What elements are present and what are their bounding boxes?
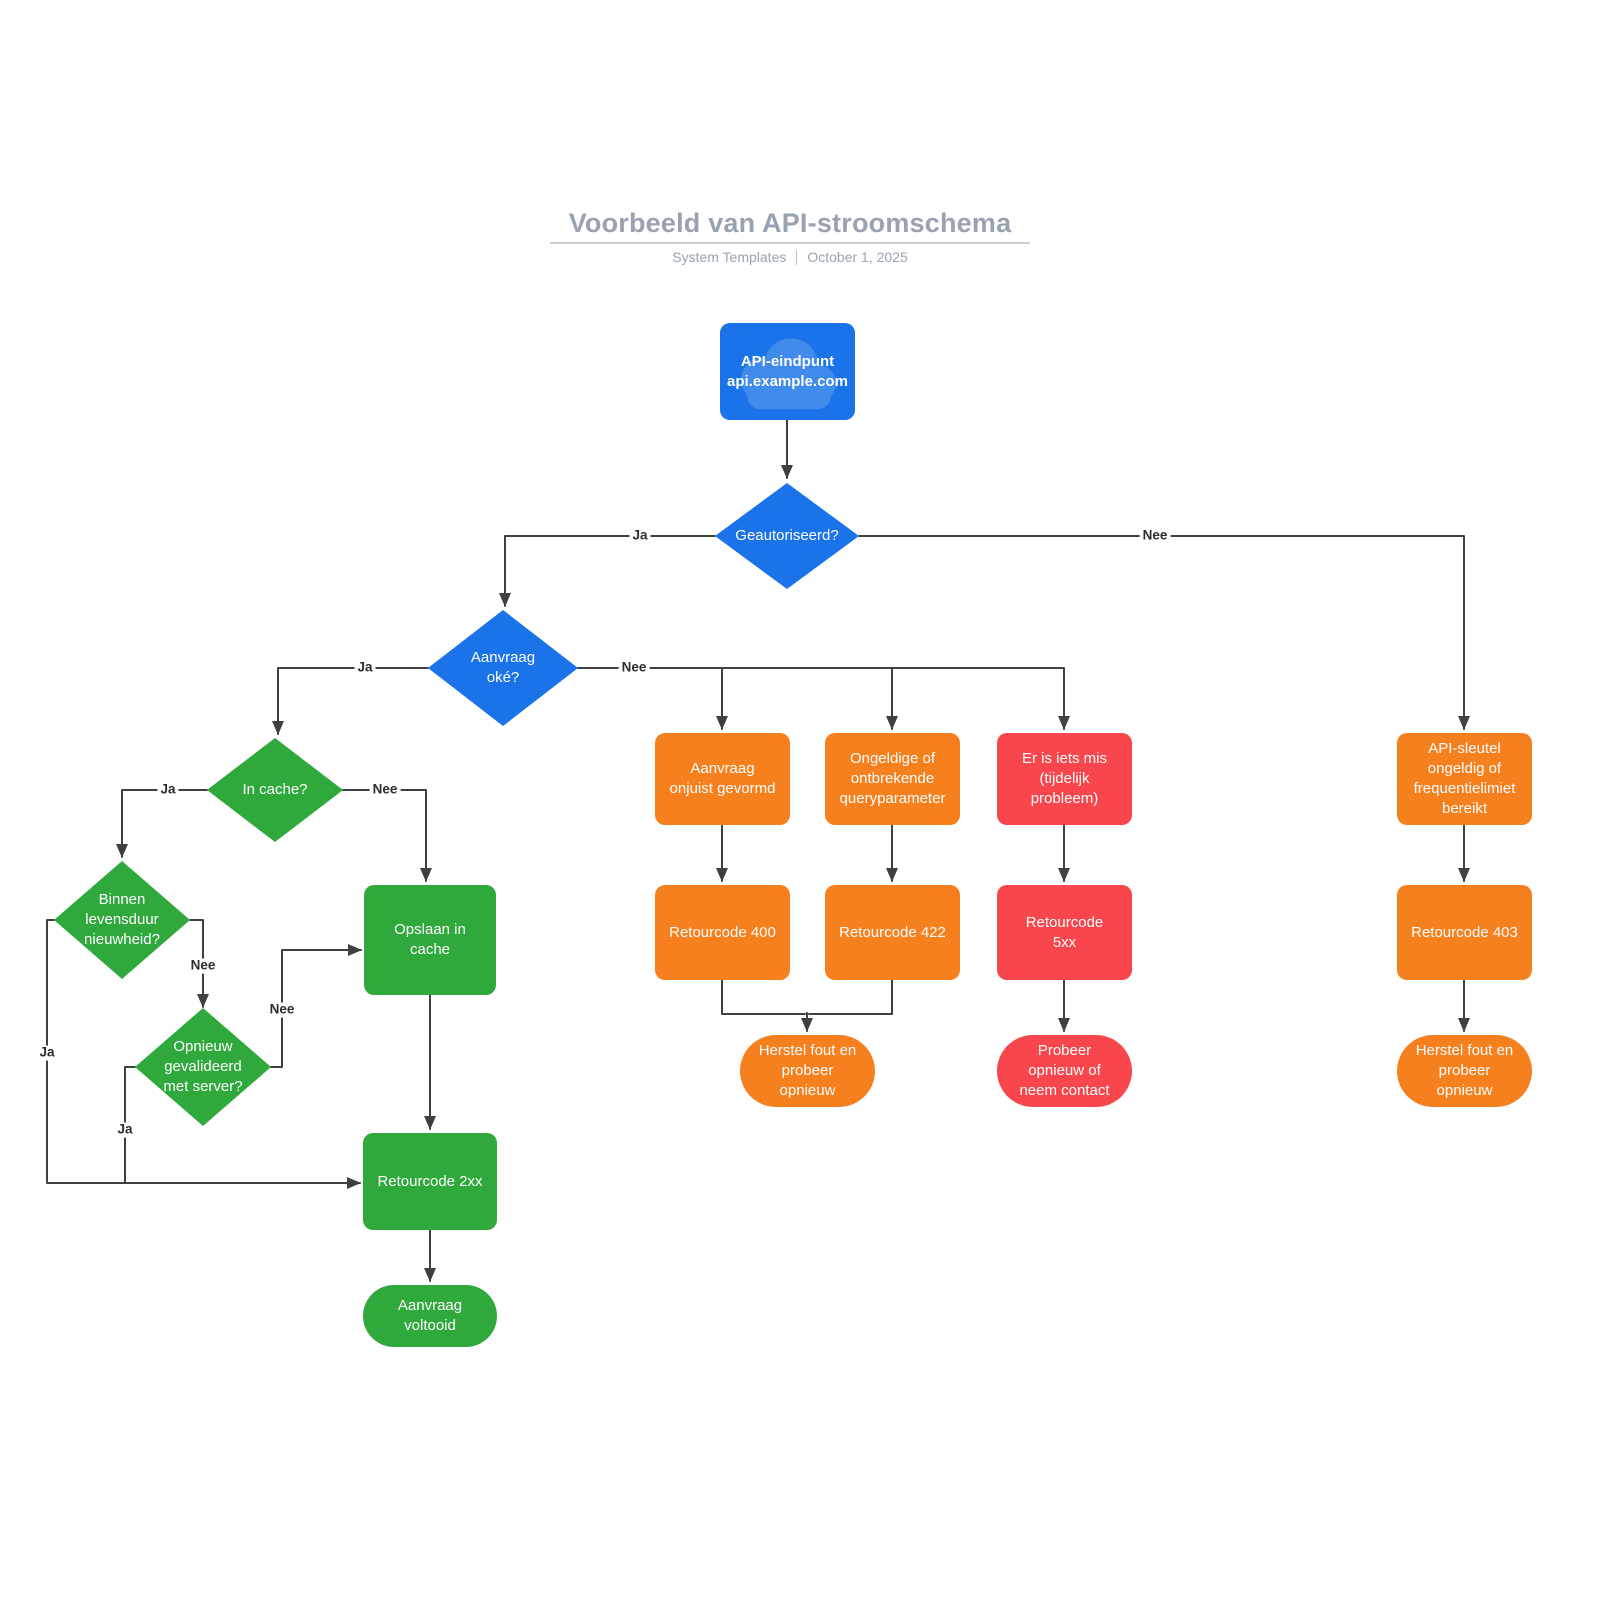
- subtitle: System Templates October 1, 2025: [0, 249, 1580, 265]
- node-api-key-invalid: API-sleutel ongeldig of frequentielimiet…: [1397, 733, 1532, 825]
- node-server-issue: Er is iets mis (tijdelijk probleem): [997, 733, 1132, 825]
- node-fix-and-retry-right: Herstel fout en probeer opnieuw: [1397, 1035, 1532, 1107]
- node-return-code-422: Retourcode 422: [825, 885, 960, 980]
- node-fix-and-retry-middle: Herstel fout en probeer opnieuw: [740, 1035, 875, 1107]
- edge-label-revalidate-ja: Ja: [114, 1122, 136, 1138]
- node-return-code-2xx: Retourcode 2xx: [363, 1133, 497, 1230]
- edge-label-cache-nee: Nee: [369, 782, 401, 798]
- date: October 1, 2025: [807, 249, 908, 265]
- node-invalid-query-param: Ongeldige of ontbrekende queryparameter: [825, 733, 960, 825]
- node-return-code-5xx: Retourcode 5xx: [997, 885, 1132, 980]
- edge-label-revalidate-nee: Nee: [266, 1002, 298, 1018]
- edge-label-freshness-nee: Nee: [187, 958, 219, 974]
- node-malformed-request: Aanvraag onjuist gevormd: [655, 733, 790, 825]
- cloud-icon: [740, 337, 836, 409]
- node-api-endpoint-label: API-eindpunt api.example.com: [727, 352, 848, 390]
- edge-label-authorized-nee: Nee: [1139, 528, 1171, 544]
- edge-label-cache-ja: Ja: [157, 782, 179, 798]
- node-store-in-cache: Opslaan in cache: [364, 885, 496, 995]
- byline: System Templates: [672, 249, 787, 265]
- node-return-code-403: Retourcode 403: [1397, 885, 1532, 980]
- page-title: Voorbeeld van API-stroomschema: [568, 208, 1012, 238]
- edge-label-freshness-ja: Ja: [36, 1045, 58, 1061]
- node-api-endpoint: API-eindpunt api.example.com: [720, 323, 855, 420]
- edge-label-authorized-ja: Ja: [629, 528, 651, 544]
- node-request-complete: Aanvraag voltooid: [363, 1285, 497, 1347]
- node-retry-or-contact: Probeer opnieuw of neem contact: [997, 1035, 1132, 1107]
- node-return-code-400: Retourcode 400: [655, 885, 790, 980]
- title-divider: [550, 242, 1030, 244]
- edge-label-request-nee: Nee: [618, 660, 650, 676]
- subtitle-divider: [796, 249, 798, 265]
- edge-label-request-ja: Ja: [354, 660, 376, 676]
